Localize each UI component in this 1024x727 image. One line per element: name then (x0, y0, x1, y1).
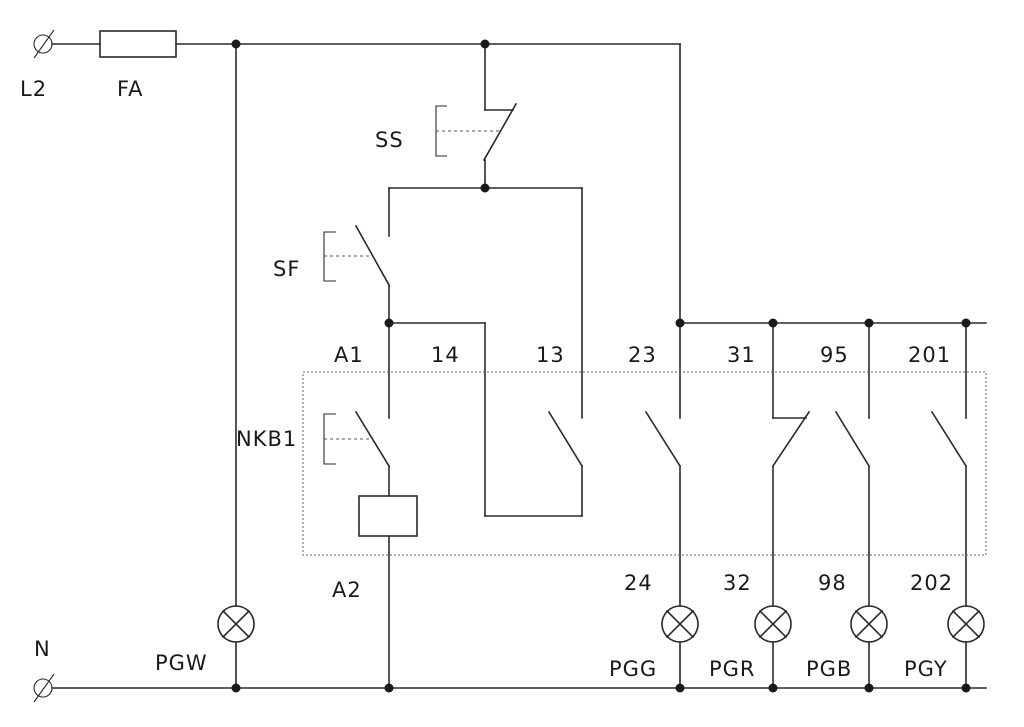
junction-dot (231, 683, 241, 693)
fuse-fa (99, 30, 177, 58)
contact-23-24-blade (644, 410, 682, 468)
label-pgw: PGW (155, 651, 208, 675)
contact-95-98-blade (834, 410, 871, 468)
junction-dot (864, 318, 874, 328)
label-13: 13 (536, 343, 565, 367)
junction-dot (961, 318, 971, 328)
label-98: 98 (818, 571, 847, 595)
nkb1-actuator (323, 413, 372, 465)
lamp-pgr (754, 605, 792, 643)
label-a2: A2 (332, 578, 362, 602)
terminal-n (33, 673, 55, 703)
relay-enclosure (302, 371, 987, 556)
junction-dot (384, 683, 394, 693)
junction-dot (675, 318, 685, 328)
nkb1-blade (354, 410, 391, 468)
junction-dot (961, 683, 971, 693)
label-202: 202 (910, 571, 953, 595)
contact-31-32-blade (771, 410, 811, 468)
lamp-pgw (217, 605, 255, 643)
ss-blade (482, 102, 518, 162)
label-pgr: PGR (709, 657, 756, 681)
junction-dot (768, 318, 778, 328)
label-201: 201 (908, 343, 951, 367)
label-31: 31 (727, 343, 756, 367)
label-95: 95 (820, 343, 849, 367)
label-24: 24 (624, 571, 653, 595)
label-n: N (34, 637, 51, 661)
junction-dot (768, 683, 778, 693)
label-pgb: PGB (806, 657, 852, 681)
label-32: 32 (723, 571, 752, 595)
junction-dot (480, 39, 490, 49)
lamp-pgb (850, 605, 888, 643)
label-23: 23 (628, 343, 657, 367)
junction-dot (675, 683, 685, 693)
label-ss: SS (375, 128, 404, 152)
contact-13-14-blade (547, 410, 584, 468)
label-sf: SF (273, 257, 300, 281)
junction-dot (384, 318, 394, 328)
ss-actuator (435, 105, 502, 157)
terminal-l2 (33, 29, 55, 59)
contact-201-202-blade (930, 410, 968, 468)
sf-actuator (323, 231, 370, 282)
label-l2: L2 (20, 77, 47, 101)
junction-dot (864, 683, 874, 693)
junction-dot (480, 183, 490, 193)
label-a1: A1 (334, 343, 364, 367)
lamp-pgy (947, 605, 985, 643)
coil-nkb1 (358, 495, 418, 537)
label-fa: FA (117, 77, 144, 101)
junction-dots (231, 39, 971, 693)
lamp-pgg (661, 605, 699, 643)
label-nkb1: NKB1 (236, 427, 297, 451)
junction-dot (231, 39, 241, 49)
label-pgy: PGY (904, 657, 948, 681)
label-pgg: PGG (609, 657, 657, 681)
label-14: 14 (431, 343, 460, 367)
sf-blade (354, 224, 391, 287)
